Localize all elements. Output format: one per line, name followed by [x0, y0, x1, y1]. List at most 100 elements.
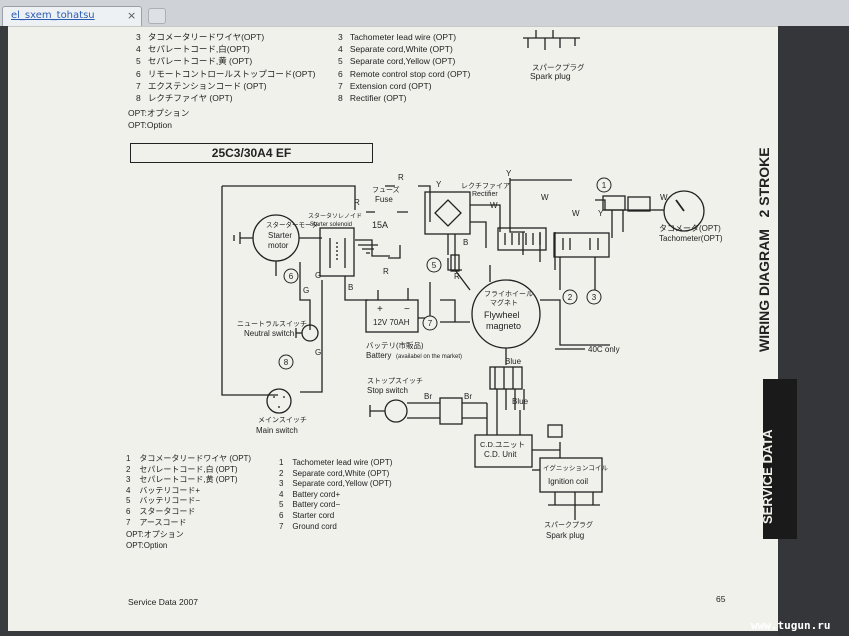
legend-row: 5 バッテリコード− [126, 496, 201, 506]
rectifier-en: Rectifier [472, 191, 498, 198]
legend-row: 4 Separate cord,White (OPT) [338, 44, 453, 55]
wire-label: B [463, 238, 468, 247]
legend-row: 4 セパレートコード,白(OPT) [136, 44, 250, 55]
legend-row: 7 アースコード [126, 517, 187, 527]
cd-unit-jp: C.D.ユニット [480, 440, 525, 449]
cord-num-5: 5 [432, 261, 437, 270]
legend-row: 6 Starter cord [279, 510, 335, 520]
top-opt-note: OPT:オプション OPT:Option [128, 108, 190, 131]
starter-motor-en2: motor [268, 241, 289, 250]
wire-label: R [454, 272, 460, 281]
starter-motor-jp: スターターモータ [266, 220, 318, 229]
wire-label: W [541, 193, 549, 202]
legend-row: 3 Separate cord,Yellow (OPT) [279, 479, 392, 489]
model-box: 25C3/30A4 EF [130, 143, 373, 163]
battery-note: (availabel on the market) [396, 354, 462, 360]
main-switch-en: Main switch [256, 426, 298, 435]
wire-label: W [660, 193, 668, 202]
wire-label: G [315, 348, 321, 357]
wire-label: Y [506, 169, 512, 178]
neutral-en: Neutral switch [244, 329, 294, 338]
cord-num-2: 2 [568, 293, 573, 302]
bottom-legend-en: 1 Tachometer lead wire (OPT) 2 Separate … [279, 458, 392, 532]
wire-label: W [490, 201, 498, 210]
legend-row: 7 Extension cord (OPT) [338, 80, 432, 91]
top-spark-jp: スパークプラグ [532, 63, 585, 72]
top-legend-jp: 3 タコメータリードワイヤ(OPT) 4 セパレートコード,白(OPT) 5 セ… [136, 31, 315, 104]
ignition-jp: イグニッションコイル [543, 463, 608, 472]
tab-el-sxem-tohatsu[interactable]: el_sxem_tohatsu × [2, 6, 142, 26]
wire-label: Br [424, 392, 432, 401]
legend-row: 6 リモートコントロールストップコード(OPT) [136, 68, 316, 79]
flywheel-jp1: フライホイール [484, 290, 533, 298]
starter-motor-en1: Starter [268, 231, 292, 240]
legend-row: 6 スタータコード [126, 506, 196, 516]
legend-row: 6 Remote control stop cord (OPT) [338, 68, 471, 79]
legend-row: 4 Battery cord+ [279, 489, 341, 499]
fuse-amp: 15A [372, 220, 388, 230]
solenoid-jp: スタータソレノイド [308, 212, 362, 220]
legend-row: 5 Separate cord,Yellow (OPT) [338, 56, 456, 67]
legend-row: 7 エクステンションコード (OPT) [136, 80, 267, 91]
tacho-en: Tachometer(OPT) [659, 234, 723, 243]
service-data-block [763, 379, 797, 539]
stop-switch-jp: ストップスイッチ [367, 377, 423, 385]
legend-row: 5 Battery cord− [279, 500, 341, 510]
spark-plug-en: Spark plug [546, 531, 584, 540]
legend-row: 3 セパレートコード,黄 (OPT) [126, 475, 238, 485]
wire-label: R [383, 267, 389, 276]
tab-close-icon[interactable]: × [127, 9, 137, 22]
solenoid-en: Starter solenoid [310, 222, 352, 228]
flywheel-jp2: マグネト [490, 298, 518, 307]
legend-row: 5 セパレートコード,黄 (OPT) [136, 56, 253, 67]
top-legend-en: 3 Tachometer lead wire (OPT) 4 Separate … [338, 31, 470, 104]
rectifier-jp: レクチファイア [461, 182, 510, 190]
legend-row: 7 Ground cord [279, 521, 337, 531]
wire-label: W [572, 209, 580, 218]
cd-unit-en: C.D. Unit [484, 450, 517, 459]
wire-label: Blue [512, 397, 529, 406]
ignition-en: Ignition coil [548, 477, 588, 486]
battery-spec: 12V 70AH [373, 318, 410, 327]
wire-label: Y [598, 209, 604, 218]
battery-en: Battery [366, 351, 391, 360]
cord-num-1: 1 [602, 181, 607, 190]
legend-row: 2 セパレートコード,白 (OPT) [126, 464, 238, 474]
watermark: www.tugun.ru [751, 619, 831, 632]
main-switch-jp: メインスイッチ [258, 416, 307, 424]
legend-row: 1 Tachometer lead wire (OPT) [279, 458, 393, 467]
stop-switch-en: Stop switch [367, 386, 408, 395]
legend-row: 8 レクチファイヤ (OPT) [136, 93, 233, 104]
wire-label: B [348, 283, 353, 292]
legend-row: 3 タコメータリードワイヤ(OPT) [136, 32, 265, 42]
tacho-jp: タコメータ(OPT) [659, 224, 721, 233]
wire-label: G [315, 271, 321, 280]
fuse-en: Fuse [375, 195, 393, 204]
wire-label: Br [464, 392, 472, 401]
legend-row: 8 Rectifier (OPT) [338, 93, 407, 104]
page-number: 65 [716, 594, 726, 604]
legend-row: 2 Separate cord,White (OPT) [279, 468, 390, 478]
flywheel-en1: Flywheel [484, 310, 520, 320]
wire-label: Y [436, 180, 442, 189]
forty-c-note: 40C only [588, 345, 620, 354]
battery-jp: バッテリ(市販品) [366, 340, 424, 350]
neutral-jp: ニュートラルスイッチ [237, 320, 307, 328]
new-tab-button[interactable] [148, 8, 166, 24]
top-spark-en: Spark plug [530, 71, 571, 81]
tab-label[interactable]: el_sxem_tohatsu [11, 10, 95, 21]
wire-label: G [303, 286, 309, 295]
tab-bar: el_sxem_tohatsu × [0, 0, 849, 26]
footer-left: Service Data 2007 [128, 597, 198, 607]
cord-num-3: 3 [592, 293, 597, 302]
legend-row: 3 Tachometer lead wire (OPT) [338, 32, 457, 42]
flywheel-en2: magneto [486, 321, 521, 331]
cord-num-8: 8 [284, 358, 289, 367]
legend-row: 1 タコメータリードワイヤ (OPT) [126, 454, 252, 463]
battery-plus: + [377, 304, 383, 315]
cord-num-6: 6 [289, 272, 294, 281]
spark-plug-jp: スパークプラグ [544, 520, 593, 529]
battery-minus: − [404, 304, 410, 315]
